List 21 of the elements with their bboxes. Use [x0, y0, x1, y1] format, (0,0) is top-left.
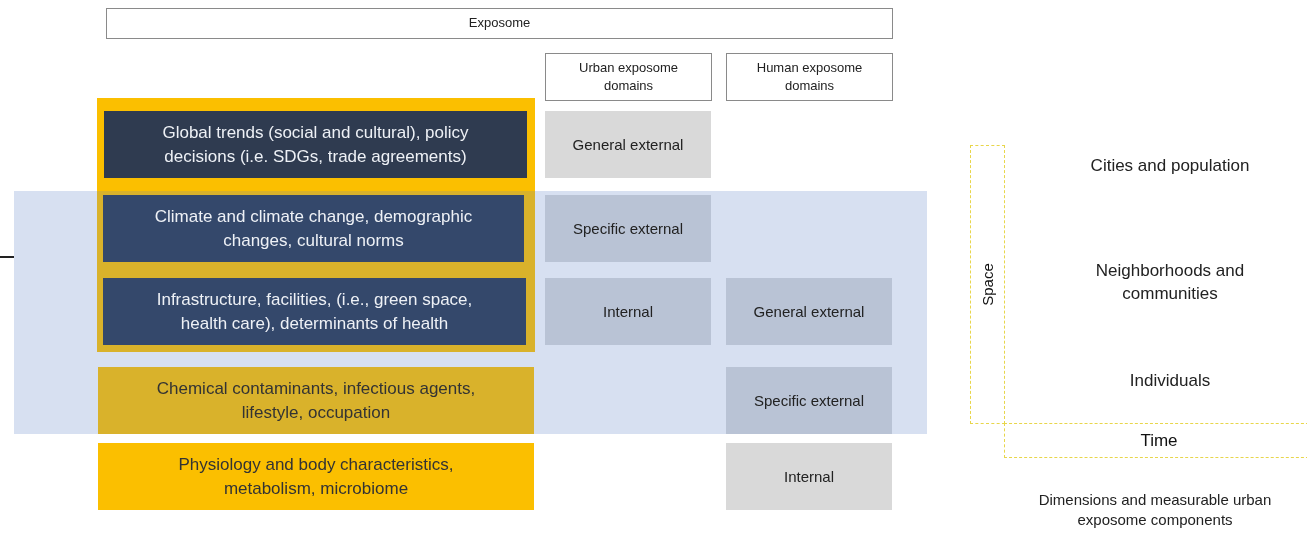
title-bar: Exposome: [106, 8, 893, 39]
category-panel: Global trends (social and cultural), policy decisions (i.e. SDGs, trade agreements): [104, 111, 527, 178]
column-header: Human exposome domains: [726, 53, 893, 101]
category-panel: Physiology and body characteristics, metabolism, microbiome: [98, 443, 534, 510]
time-axis-frame: Time: [1004, 423, 1307, 458]
space-axis-frame: Space: [970, 145, 1005, 424]
caption: Dimensions and measurable urban exposome components: [1037, 490, 1273, 531]
domain-panel: Internal: [545, 278, 711, 345]
domain-panel: Specific external: [545, 195, 711, 262]
dimension-label: Cities and population: [1090, 155, 1250, 177]
category-panel: Chemical contaminants, infectious agents, lifestyle, occupation: [98, 367, 534, 434]
category-panel: Infrastructure, facilities, (i.e., green space, health care), determinants of health: [103, 278, 526, 345]
dimension-label: Individuals: [1128, 370, 1212, 392]
domain-panel: General external: [726, 278, 892, 345]
domain-panel: Internal: [726, 443, 892, 510]
domain-panel: General external: [545, 111, 711, 178]
highlight-frame: [97, 98, 535, 352]
domain-panel: Specific external: [726, 367, 892, 434]
category-panel: Climate and climate change, demographic changes, cultural norms: [103, 195, 524, 262]
column-header: Urban exposome domains: [545, 53, 712, 101]
dimension-label: Neighborhoods and communities: [1094, 260, 1246, 305]
